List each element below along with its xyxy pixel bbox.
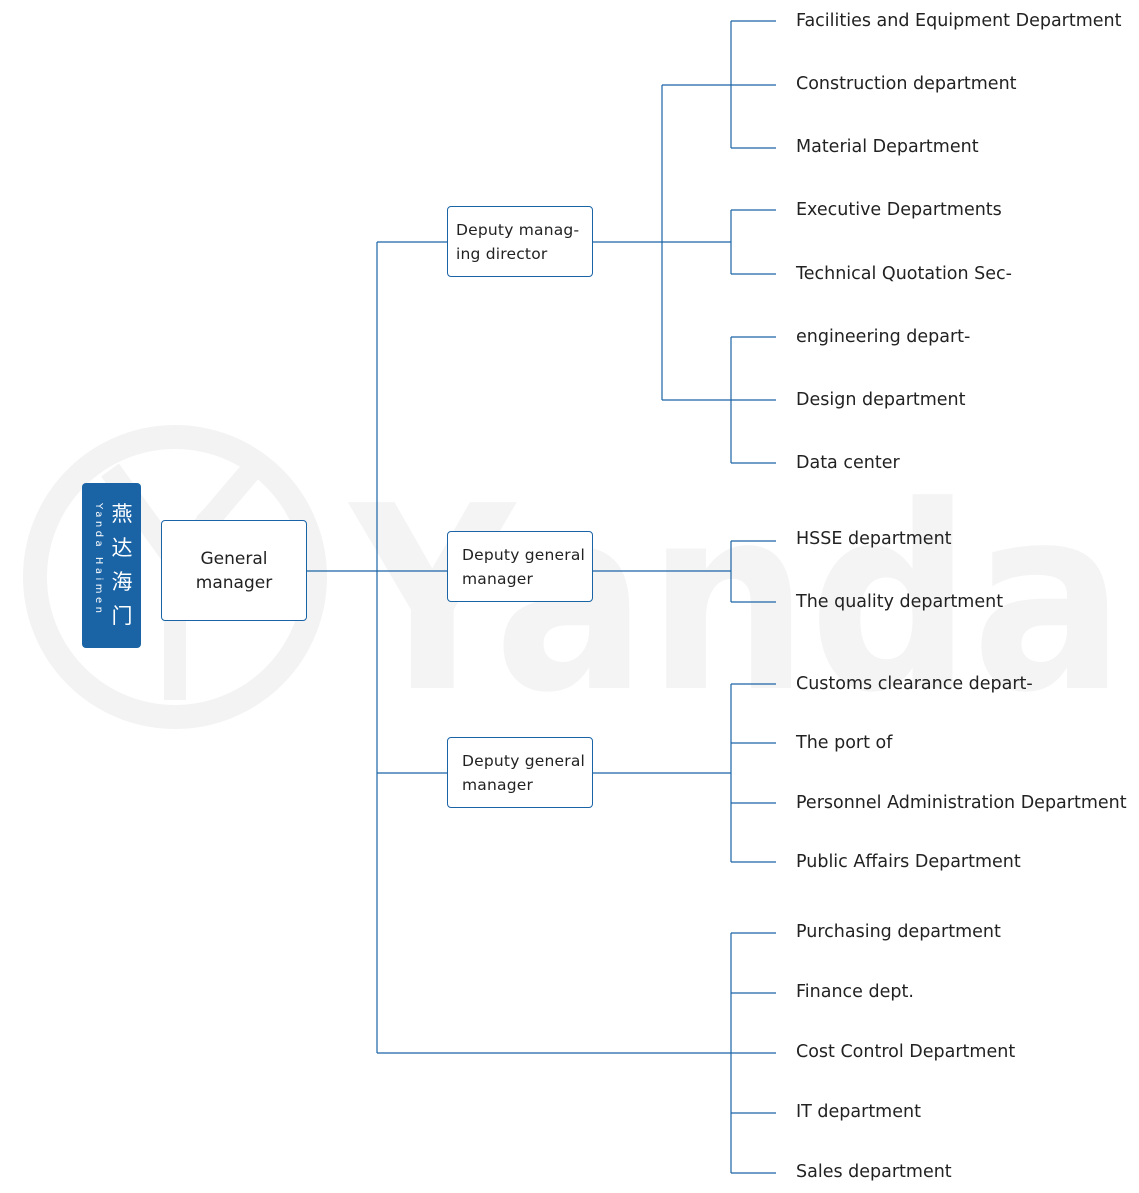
brand-char: 达 [111, 536, 133, 560]
brand-english-name: Yanda Haimen [93, 503, 104, 617]
department-label: The port of [796, 733, 893, 753]
brand-char: 门 [111, 604, 133, 628]
department-label: IT department [796, 1102, 921, 1122]
department-label: Design department [796, 390, 966, 410]
node-label-line: manager [462, 775, 534, 794]
department-label: HSSE department [796, 529, 952, 549]
department-label: Construction department [796, 74, 1017, 94]
node-label: Deputy manag- ing director [456, 218, 584, 266]
department-label: engineering depart- [796, 327, 971, 347]
department-label: Facilities and Equipment Department [796, 11, 1122, 31]
department-label: Data center [796, 453, 900, 473]
department-label: Sales department [796, 1162, 952, 1182]
node-label: Deputy general manager [462, 543, 590, 591]
department-label: Personnel Administration Department [796, 793, 1127, 813]
brand-chinese-name: 燕 达 海 门 [108, 497, 136, 633]
general-manager-node: General manager [161, 520, 307, 621]
brand-char: 海 [111, 570, 133, 594]
node-label-line: ing director [456, 244, 548, 263]
node-label-line: manager [195, 572, 273, 593]
department-label: Public Affairs Department [796, 852, 1021, 872]
deputy-general-manager-node: Deputy general manager [447, 531, 593, 602]
department-label: Purchasing department [796, 922, 1001, 942]
department-label: Material Department [796, 137, 979, 157]
brand-char: 燕 [111, 502, 133, 526]
node-label-line: General [200, 548, 268, 569]
department-label: Executive Departments [796, 200, 1002, 220]
node-label-line: Deputy general [462, 545, 586, 564]
brand-badge: Yanda Haimen 燕 达 海 门 [82, 483, 141, 648]
department-label: Customs clearance depart- [796, 674, 1033, 694]
node-label: Deputy general manager [462, 749, 590, 797]
department-label: The quality department [796, 592, 1004, 612]
node-label-line: Deputy manag- [456, 220, 580, 239]
department-label: Technical Quotation Sec- [796, 264, 1012, 284]
node-label: General manager [196, 547, 272, 595]
department-label: Cost Control Department [796, 1042, 1016, 1062]
department-label: Finance dept. [796, 982, 914, 1002]
node-label-line: manager [462, 569, 534, 588]
deputy-managing-director-node: Deputy manag- ing director [447, 206, 593, 277]
deputy-general-manager-node: Deputy general manager [447, 737, 593, 808]
node-label-line: Deputy general [462, 751, 586, 770]
